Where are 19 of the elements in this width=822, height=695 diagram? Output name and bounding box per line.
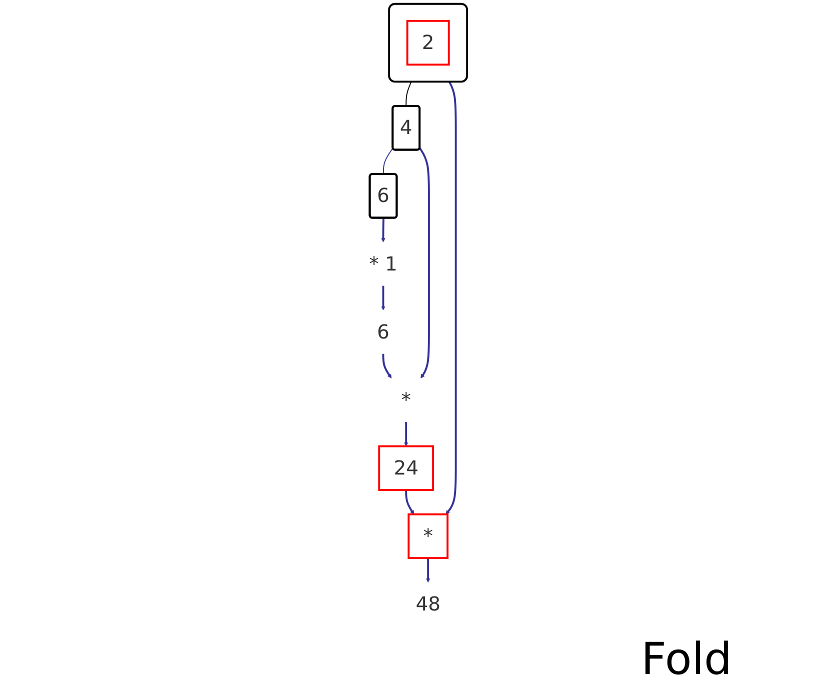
node-box: 24	[378, 445, 434, 491]
node-text: 6	[377, 320, 390, 344]
node-text: * 1	[369, 252, 398, 276]
arrow	[404, 422, 408, 446]
node-text: *	[401, 388, 412, 412]
arrow	[426, 558, 430, 583]
arrow	[382, 354, 392, 378]
arrow	[381, 218, 386, 242]
node-box: *	[408, 513, 449, 560]
arrow	[446, 81, 457, 514]
connector	[383, 148, 394, 175]
arrow	[419, 148, 430, 378]
diagram-label: Fold	[641, 634, 732, 685]
cluster	[388, 2, 468, 83]
node-box: 2	[406, 20, 450, 66]
arrow	[381, 286, 386, 310]
node-text: 48	[416, 593, 441, 616]
connector	[406, 81, 412, 106]
arrow	[405, 490, 414, 514]
